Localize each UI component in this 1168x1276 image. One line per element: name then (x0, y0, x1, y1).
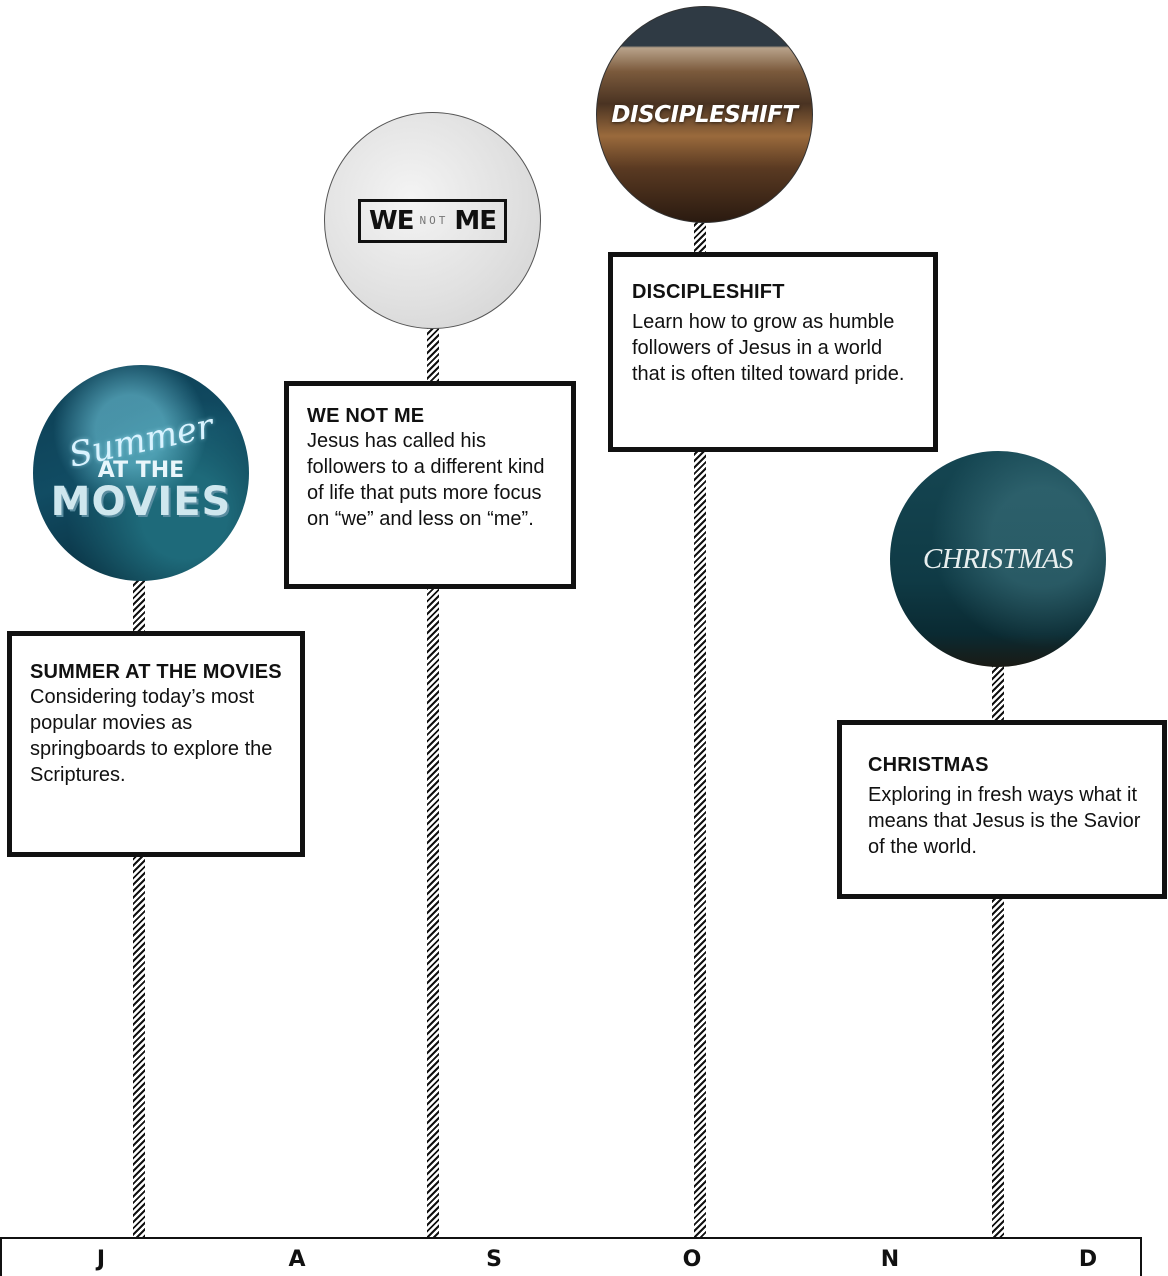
month-label-o: O (682, 1247, 702, 1272)
christmas-artwork: CHRISTMAS (890, 451, 1106, 667)
summer-description: Considering today’s most popular movies … (30, 686, 273, 786)
summer-art-line2: AT THE (97, 458, 185, 483)
month-label-s: S (486, 1247, 502, 1272)
we-not-me-description: Jesus has called his followers to a diff… (307, 430, 545, 530)
month-label-a: A (288, 1247, 306, 1272)
month-axis: J A S O N D (0, 1237, 1142, 1276)
month-label-d: D (1078, 1247, 1098, 1272)
discipleshift-artwork: DISCIPLESHIFT (596, 6, 813, 223)
discipleshift-description: Learn how to grow as humble followers of… (632, 311, 905, 385)
we-logo-left: WE (369, 205, 414, 236)
we-logo-right: ME (454, 205, 497, 236)
summer-at-the-movies-card: SUMMER AT THE MOVIES Considering today’s… (7, 631, 305, 857)
we-not-me-card: WE NOT ME Jesus has called his followers… (284, 381, 576, 589)
summer-at-the-movies-artwork: Summer AT THE MOVIES (33, 365, 249, 581)
summer-title: SUMMER AT THE MOVIES (30, 661, 282, 683)
discipleshift-stem (694, 218, 706, 1238)
christmas-card: CHRISTMAS Exploring in fresh ways what i… (837, 720, 1167, 899)
discipleshift-art-text: DISCIPLESHIFT (611, 101, 798, 128)
we-not-me-title: WE NOT ME (307, 405, 425, 427)
discipleshift-title: DISCIPLESHIFT (632, 281, 785, 303)
discipleshift-card: DISCIPLESHIFT Learn how to grow as humbl… (608, 252, 938, 452)
we-not-me-artwork: WE NOT ME (324, 112, 541, 329)
christmas-art-text: CHRISTMAS (922, 542, 1074, 575)
christmas-title: CHRISTMAS (868, 754, 989, 776)
summer-art-line3: MOVIES (50, 479, 232, 525)
we-not-me-logo: WE NOT ME (358, 198, 507, 243)
we-logo-middle: NOT (419, 214, 449, 227)
christmas-description: Exploring in fresh ways what it means th… (868, 784, 1141, 858)
month-label-n: N (880, 1247, 900, 1272)
month-label-j: J (96, 1247, 106, 1272)
